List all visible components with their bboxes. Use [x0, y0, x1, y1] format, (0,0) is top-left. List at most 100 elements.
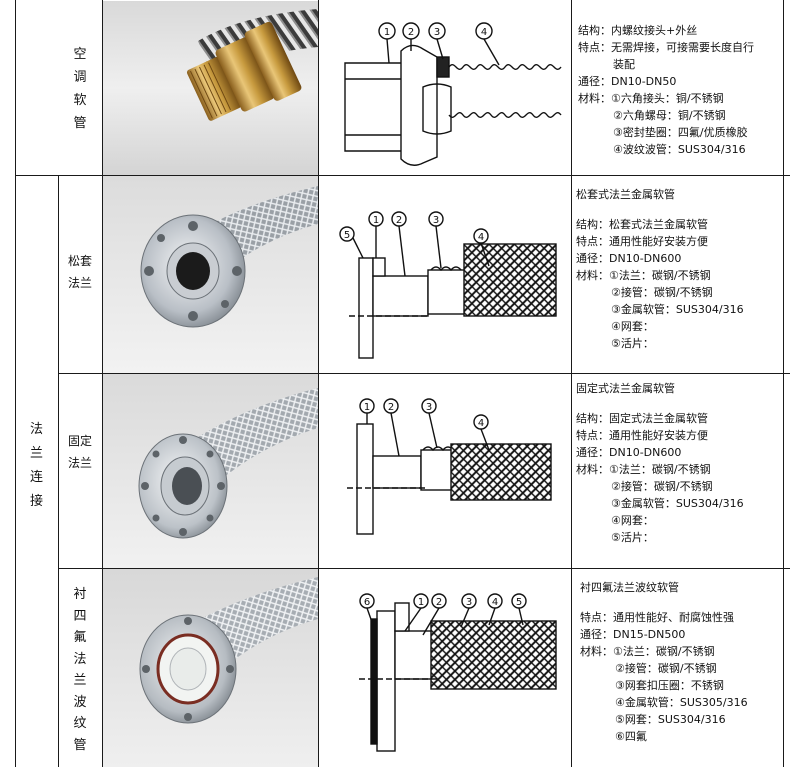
col-divider [15, 0, 16, 767]
row-label-fixed-flange: 固定 法兰 [58, 432, 102, 472]
diagram-ptfe-lined: 6 1 2 3 4 5 [319, 569, 571, 767]
callout-number: 1 [373, 215, 379, 226]
callout-number: 1 [418, 597, 424, 608]
material-item: ④网套： [611, 320, 654, 333]
row-label-char: 兰 [73, 673, 87, 688]
material-item: ④网套： [611, 514, 654, 527]
feature-text: 特点：通用性能好安装方便 [576, 429, 708, 442]
material-item: ②六角螺母：铜/不锈钢 [613, 109, 726, 122]
size-text: 通径：DN15-DN500 [580, 628, 686, 641]
row-label-char: 调 [73, 70, 87, 85]
material-item: ④金属软管：SUS305/316 [615, 696, 748, 709]
callout-number: 2 [436, 597, 442, 608]
material-item: ②接管：碳钢/不锈钢 [615, 662, 717, 675]
photo-ac-hose [103, 1, 318, 175]
row-label-char: 四 [73, 608, 87, 624]
size-text: 通径：DN10-DN600 [576, 252, 682, 265]
callout-number: 6 [364, 597, 370, 608]
row-divider [15, 175, 790, 176]
structure-text: 结构：内螺纹接头+外丝 [578, 24, 698, 37]
callout-number: 3 [434, 27, 440, 38]
diagram-ac-hose: 1 2 3 4 [319, 1, 571, 175]
row-label-char: 软 [73, 93, 87, 108]
row-label-char: 氟 [73, 630, 87, 645]
col-divider [783, 0, 784, 767]
photo-ptfe-lined [103, 569, 318, 767]
group-label-char: 连 [29, 470, 43, 485]
callout-number: 5 [516, 597, 522, 608]
callout-number: 2 [408, 27, 414, 38]
callout-number: 4 [478, 232, 484, 243]
row-label-char: 波 [73, 694, 87, 710]
product-title: 松套式法兰金属软管 [576, 188, 675, 201]
col-divider [102, 0, 103, 767]
row-label-char: 法兰 [67, 456, 92, 470]
product-title: 固定式法兰金属软管 [576, 382, 675, 395]
callout-number: 5 [344, 230, 350, 241]
row-label-char: 衬 [73, 587, 87, 602]
size-text: 通径：DN10-DN600 [576, 446, 682, 459]
feature-text: 特点：通用性能好、耐腐蚀性强 [580, 611, 734, 624]
callout-number: 4 [492, 597, 498, 608]
structure-text: 结构：松套式法兰金属软管 [576, 218, 708, 231]
material-item: ⑥四氟 [615, 730, 647, 743]
material-item: ③密封垫圈：四氟/优质橡胶 [613, 126, 748, 139]
callout-number: 2 [396, 215, 402, 226]
material-head: 材料：①六角接头：铜/不锈钢 [578, 92, 724, 105]
material-item: ③网套扣压圈：不锈钢 [615, 679, 724, 692]
structure-text: 结构：固定式法兰金属软管 [576, 412, 708, 425]
product-title: 衬四氟法兰波纹软管 [580, 581, 679, 594]
col-divider [318, 0, 319, 767]
row-label-char: 松套 [67, 254, 92, 268]
group-label-flange-connection: 法 兰 连 接 [15, 418, 58, 514]
row-divider [58, 568, 790, 569]
material-head: 材料：①法兰：碳钢/不锈钢 [576, 269, 711, 282]
desc-loose-flange: 松套式法兰金属软管 结构：松套式法兰金属软管 特点：通用性能好安装方便 通径：D… [576, 186, 782, 352]
desc-fixed-flange: 固定式法兰金属软管 结构：固定式法兰金属软管 特点：通用性能好安装方便 通径：D… [576, 380, 782, 546]
group-label-char: 接 [29, 494, 43, 509]
feature-text: 特点：通用性能好安装方便 [576, 235, 708, 248]
row-label-char: 法兰 [67, 276, 92, 290]
material-item: ⑤活片： [611, 531, 654, 544]
photo-loose-flange [103, 176, 318, 373]
diagram-loose-flange: 1 2 3 4 5 [319, 176, 571, 373]
callout-number: 3 [433, 215, 439, 226]
group-label-char: 法 [29, 422, 43, 437]
row-label-char: 管 [73, 737, 87, 753]
material-head: 材料：①法兰：碳钢/不锈钢 [576, 463, 711, 476]
callout-number: 3 [426, 402, 432, 413]
material-item: ③金属软管：SUS304/316 [611, 303, 744, 316]
callout-number: 4 [478, 418, 484, 429]
row-label-char: 法 [73, 651, 87, 667]
row-label-ac-hose: 空 调 软 管 [58, 43, 102, 135]
row-label-char: 固定 [67, 434, 92, 448]
col-divider [571, 0, 572, 767]
callout-number: 4 [481, 27, 487, 38]
callout-number: 2 [388, 402, 394, 413]
feature-text: 特点：无需焊接，可接需要长度自行 [578, 41, 754, 54]
row-label-loose-flange: 松套 法兰 [58, 252, 102, 292]
callout-number: 3 [466, 597, 472, 608]
row-label-char: 纹 [73, 716, 87, 731]
material-head: 材料：①法兰：碳钢/不锈钢 [580, 645, 715, 658]
row-divider [58, 373, 790, 374]
material-item: ③金属软管：SUS304/316 [611, 497, 744, 510]
feature-text-cont: 装配 [613, 58, 635, 71]
material-item: ②接管：碳钢/不锈钢 [611, 480, 713, 493]
material-item: ②接管：碳钢/不锈钢 [611, 286, 713, 299]
size-text: 通径：DN10-DN50 [578, 75, 677, 88]
material-item: ④波纹波管：SUS304/316 [613, 143, 746, 156]
row-label-ptfe-lined: 衬 四 氟 法 兰 波 纹 管 [58, 584, 102, 756]
diagram-fixed-flange: 1 2 3 4 [319, 374, 571, 568]
material-item: ⑤活片： [611, 337, 654, 350]
callout-number: 1 [364, 402, 370, 413]
photo-fixed-flange [103, 374, 318, 568]
callout-number: 1 [384, 27, 390, 38]
desc-ptfe-lined: 衬四氟法兰波纹软管 特点：通用性能好、耐腐蚀性强 通径：DN15-DN500 材… [580, 579, 782, 745]
row-label-char: 管 [73, 116, 87, 131]
row-label-char: 空 [73, 47, 87, 62]
group-label-char: 兰 [29, 446, 43, 461]
material-item: ⑤网套：SUS304/316 [615, 713, 726, 726]
col-divider [58, 175, 59, 767]
